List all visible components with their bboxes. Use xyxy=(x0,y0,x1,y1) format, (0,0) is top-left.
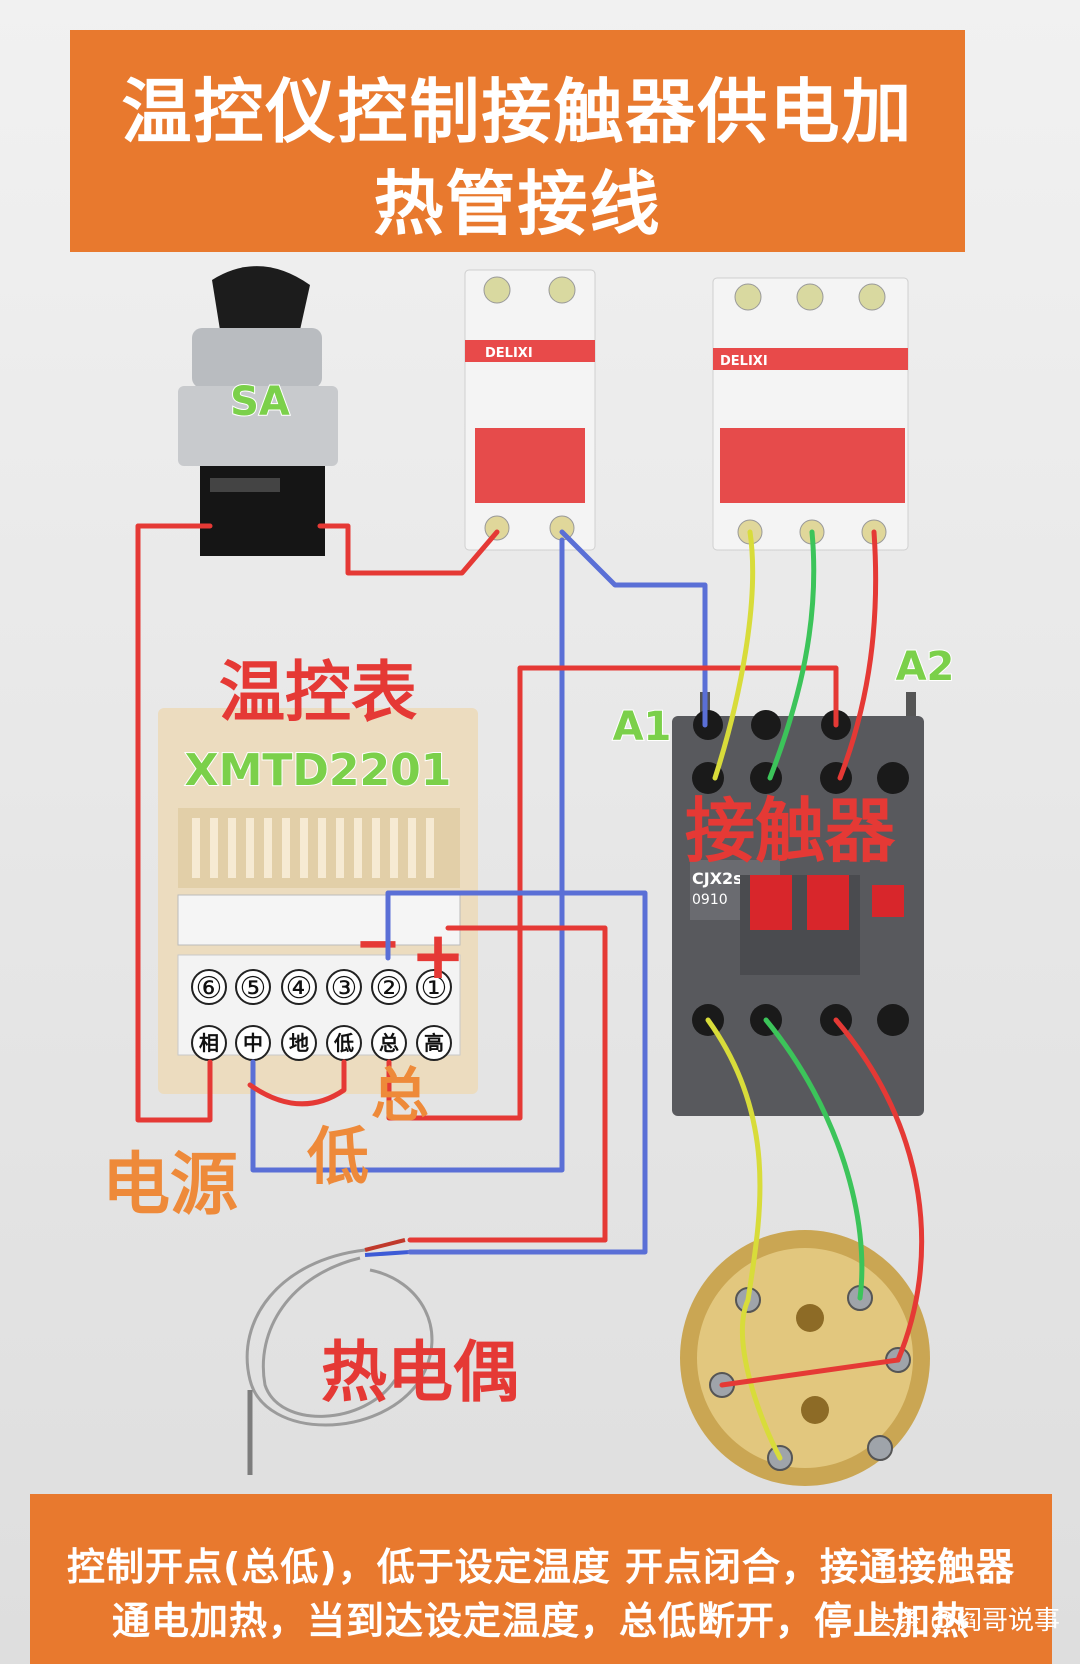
switch-bezel xyxy=(178,386,338,466)
breaker-2p: DELIXI xyxy=(464,269,596,551)
breaker-2p-handle xyxy=(475,428,585,503)
terminal-number-2: ② xyxy=(376,971,403,1006)
footer-line-1: 控制开点(总低)，低于设定温度 开点闭合，接通接触器 xyxy=(67,1545,1015,1589)
breaker-3p-body xyxy=(712,277,909,551)
contactor-indicator xyxy=(872,885,904,917)
switch-knob xyxy=(212,266,310,330)
watermark: 头条 @阎哥说事 xyxy=(869,1606,1060,1636)
breaker-3p-screw-top-3 xyxy=(858,283,886,311)
terminal-names: 相 中 地 低 总 高 xyxy=(191,1025,452,1061)
terminal-name-neutral: 中 xyxy=(243,1031,263,1055)
wire-red-breaker-to-contactor xyxy=(837,529,879,781)
footer-banner: 控制开点(总低)，低于设定温度 开点闭合，接通接触器 通电加热，当到达设定温度，… xyxy=(30,1494,1052,1664)
terminal-name-high: 高 xyxy=(424,1031,444,1055)
terminal-number-1: ① xyxy=(421,971,448,1006)
wire-red-contactor-to-heater xyxy=(833,1017,925,1363)
wire-red-low-bridge xyxy=(247,1059,347,1107)
breaker-3p-handle xyxy=(720,428,905,503)
wire-red-sa-to-phase xyxy=(135,523,213,1123)
wire-red-thermocouple-plus xyxy=(445,925,608,1243)
wire-red-heater-bridge xyxy=(719,1357,901,1388)
title-banner: 温控仪控制接触器供电加 热管接线 xyxy=(70,30,965,252)
thermocouple-label: 热电偶 xyxy=(321,1334,519,1411)
title-line-1: 温控仪控制接触器供电加 xyxy=(121,71,914,153)
thermocouple xyxy=(245,1238,434,1475)
terminal-number-6: ⑥ xyxy=(196,971,223,1006)
breaker-2p-brand-stripe xyxy=(465,340,595,362)
switch-collar xyxy=(192,328,322,388)
controller-schematic-plate xyxy=(177,894,461,946)
terminal-number-3: ③ xyxy=(331,971,358,1006)
wire-green-breaker-to-contactor xyxy=(767,529,817,781)
breaker-3p-brand-stripe xyxy=(713,348,908,370)
contactor-model: CJX2s xyxy=(692,869,743,888)
heater-center-hole-2 xyxy=(801,1396,829,1424)
heater-flange xyxy=(680,1230,930,1486)
wire-red-sa-to-breaker xyxy=(317,523,500,576)
breaker-2p-brand: DELIXI xyxy=(485,346,533,361)
wire-blue-thermocouple-minus xyxy=(385,890,648,1255)
total-label: 总 xyxy=(371,1061,429,1129)
switch-label: SA xyxy=(230,379,290,425)
title-line-2: 热管接线 xyxy=(373,163,662,245)
temperature-controller: 温控表 XMTD2201 ⑥ ⑤ ④ ③ ② ① xyxy=(158,654,478,1094)
switch-brand-plate xyxy=(210,478,280,492)
label-a2: A2 xyxy=(896,644,955,690)
breaker-2p-screw-bottom-1 xyxy=(484,515,510,541)
breaker-2p-screw-bottom-2 xyxy=(549,515,575,541)
wire-blue-breaker-to-a1 xyxy=(559,529,708,728)
breaker-3p-screw-top-1 xyxy=(734,283,762,311)
minus-sign: − xyxy=(355,911,402,976)
controller-title: 温控表 xyxy=(219,654,417,731)
controller-vents xyxy=(192,818,434,878)
controller-model: XMTD2201 xyxy=(185,745,452,796)
breaker-3p-brand: DELIXI xyxy=(720,354,768,369)
heater-center-hole-1 xyxy=(796,1304,824,1332)
heater-flange-inner xyxy=(697,1248,913,1468)
wire-yellow-contactor-to-heater xyxy=(705,1017,783,1461)
footer-line-2: 通电加热，当到达设定温度，总低断开，停止加热 xyxy=(111,1599,970,1643)
contactor-model-sub: 0910 xyxy=(692,892,728,908)
wire-yellow-breaker-to-contactor xyxy=(712,529,756,781)
breaker-2p-screw-top-2 xyxy=(548,276,576,304)
label-a1: A1 xyxy=(613,704,672,750)
power-label: 电源 xyxy=(102,1146,238,1225)
breaker-3p-screw-top-2 xyxy=(796,283,824,311)
wire-blue-breaker-to-neutral xyxy=(250,537,565,1173)
terminal-name-ground: 地 xyxy=(289,1031,309,1055)
breaker-2p-body xyxy=(464,269,596,551)
breaker-3p: DELIXI xyxy=(712,277,909,551)
contactor-title: 接触器 xyxy=(685,790,896,872)
terminal-name-low: 低 xyxy=(333,1031,354,1055)
terminal-number-5: ⑤ xyxy=(240,971,267,1006)
selector-switch: SA xyxy=(178,266,338,556)
terminal-numbers: ⑥ ⑤ ④ ③ ② ① xyxy=(191,969,452,1006)
breaker-2p-screw-top-1 xyxy=(483,276,511,304)
low-label: 低 xyxy=(307,1120,369,1193)
terminal-number-4: ④ xyxy=(286,971,313,1006)
wire-green-contactor-to-heater xyxy=(763,1017,865,1301)
terminal-name-common: 总 xyxy=(379,1031,399,1055)
terminal-name-phase: 相 xyxy=(199,1031,219,1055)
wires xyxy=(135,523,925,1461)
